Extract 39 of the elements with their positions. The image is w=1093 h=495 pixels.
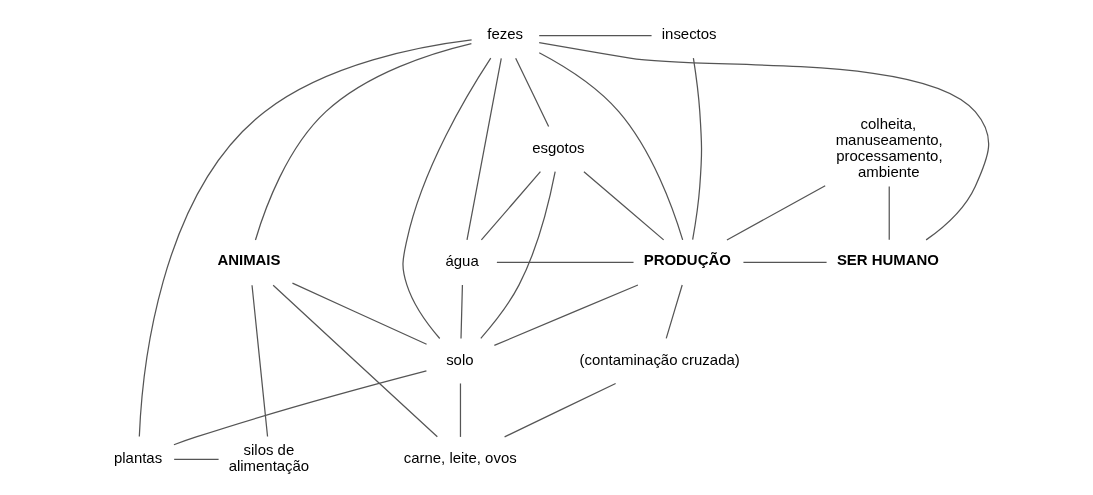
node-text: carne, leite, ovos	[403, 449, 517, 467]
node-text: esgotos	[532, 138, 585, 156]
connector	[583, 171, 665, 241]
connector	[173, 458, 220, 460]
node-text: plantas	[113, 449, 163, 467]
connector	[251, 284, 269, 438]
connector	[480, 171, 542, 241]
node-text: fezes	[487, 25, 523, 43]
connector	[291, 282, 428, 345]
connector	[402, 57, 492, 340]
connector	[272, 284, 438, 438]
connector	[254, 42, 472, 241]
node-text: silos de alimentação	[228, 441, 310, 475]
node-text: ANIMAIS	[217, 251, 281, 269]
connector	[538, 42, 990, 241]
connector	[888, 185, 890, 241]
node-text: (contaminação cruzada)	[579, 350, 740, 368]
connector	[538, 52, 684, 241]
connector	[138, 39, 473, 438]
node-text: colheita, manuseamento, processamento, ambiente	[835, 114, 943, 181]
node-text: PRODUÇÃO	[643, 251, 731, 269]
connector	[459, 382, 462, 438]
connector	[742, 261, 828, 264]
connector	[496, 261, 635, 264]
node-text: SER HUMANO	[836, 251, 939, 269]
connector	[480, 171, 556, 339]
node-text: insectos	[661, 25, 717, 43]
node-text: solo	[446, 350, 474, 368]
connector	[466, 57, 502, 241]
connector	[538, 35, 653, 37]
node-text: água	[445, 252, 479, 270]
connector	[726, 185, 826, 241]
connector	[692, 57, 703, 241]
connector	[503, 382, 617, 438]
connector	[665, 284, 683, 340]
connector	[173, 370, 428, 446]
connector	[493, 284, 639, 347]
connector	[515, 57, 550, 128]
connector	[460, 284, 464, 340]
